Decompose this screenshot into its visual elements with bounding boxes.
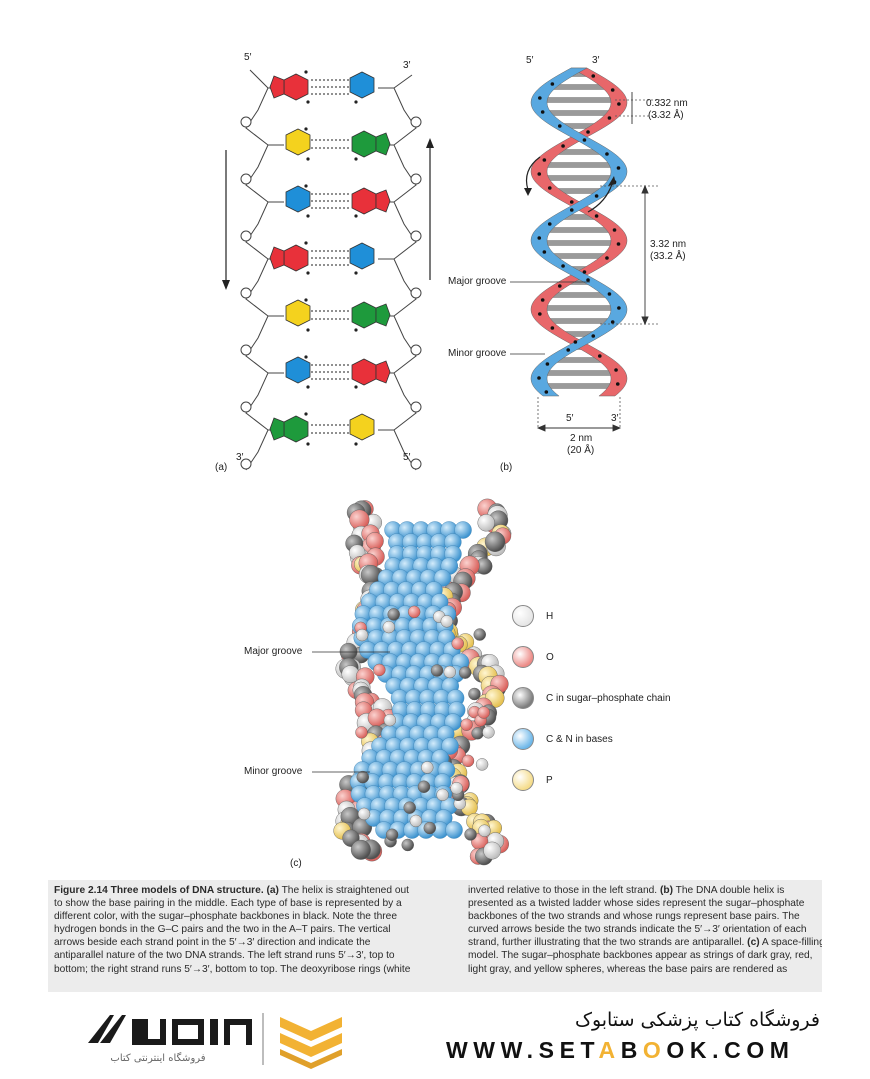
atom-swatch-icon	[512, 646, 534, 668]
panel-b-bottom-left-end: 5′	[566, 413, 574, 424]
caption-text: (a)	[263, 885, 279, 896]
base-pair	[240, 127, 422, 185]
atom-swatch-icon	[512, 769, 534, 791]
legend-item: C in sugar–phosphate chain	[512, 686, 671, 710]
caption-text: Figure 2.14 Three models of DNA structur…	[54, 885, 264, 896]
panel-b-top-left-end: 5′	[526, 55, 534, 66]
width-angstrom: (20 Å)	[567, 445, 595, 456]
panel-b-label: (b)	[500, 462, 513, 473]
atom-legend: H O C in sugar–phosphate chain C & N in bas…	[512, 604, 732, 804]
setabook-logo-text	[88, 1015, 252, 1045]
caption-right-column: inverted relative to those in the left s…	[468, 884, 822, 976]
caption-text: (b)	[657, 885, 673, 896]
base-pair	[240, 355, 422, 413]
legend-label: C in sugar–phosphate chain	[546, 692, 671, 704]
panel-b-top-right-end: 3′	[592, 55, 600, 66]
panel-a-top-left-end: 5′	[244, 52, 252, 63]
panel-a-label: (a)	[215, 462, 228, 473]
atom-swatch-icon	[512, 728, 534, 750]
caption-text: The helix is straightened out to show th…	[54, 885, 411, 975]
caption-left-column: Figure 2.14 Three models of DNA structur…	[54, 884, 414, 976]
width-value: 2 nm	[570, 433, 593, 444]
base-pair	[240, 70, 422, 128]
logo-divider	[262, 1013, 264, 1065]
caption-text: (c)	[744, 937, 760, 949]
legend-item: H	[512, 604, 553, 628]
legend-item: O	[512, 645, 554, 669]
panel-a-bottom-left-end: 3′	[236, 452, 244, 463]
atom-swatch-icon	[512, 687, 534, 709]
panel-a-top-right-end: 3′	[403, 60, 411, 71]
panel-c-minor-groove-label: Minor groove	[244, 766, 303, 777]
legend-label: O	[546, 651, 554, 663]
pitch-value: 3.32 nm	[650, 239, 687, 250]
legend-label: H	[546, 610, 554, 622]
atom-swatch-icon	[512, 605, 534, 627]
rise-angstrom: (3.32 Å)	[648, 110, 684, 121]
panel-a-bottom-right-end: 5′	[403, 452, 411, 463]
caption-text: The DNA double helix is presented as a t…	[468, 885, 807, 949]
pitch-angstrom: (33.2 Å)	[650, 251, 686, 262]
panel-b-minor-groove-label: Minor groove	[448, 348, 507, 359]
legend-item: P	[512, 768, 553, 792]
book-stack-icon	[280, 1017, 342, 1069]
panel-b-double-helix	[510, 67, 660, 432]
store-url: WWW.SETABOOK.COM	[446, 1037, 795, 1063]
panel-a-diagram	[222, 69, 434, 471]
panel-c-major-groove-label: Major groove	[244, 646, 303, 657]
logo-subtitle: فروشگاه اینترنتی کتاب	[110, 1053, 206, 1064]
caption-text: inverted relative to those in the left s…	[468, 885, 658, 896]
base-pair	[240, 298, 422, 356]
legend-label: P	[546, 774, 553, 786]
figure-caption: Figure 2.14 Three models of DNA structur…	[48, 880, 822, 992]
store-title: فروشگاه کتاب پزشکی ستابوک	[574, 1009, 820, 1031]
footer-branding: فروشگاه اینترنتی کتاب فروشگاه کتاب پزشکی…	[0, 995, 870, 1079]
panel-b-bottom-right-end: 3′	[611, 413, 619, 424]
base-pair	[240, 241, 422, 299]
panel-c-label: (c)	[290, 858, 302, 869]
legend-item: C & N in bases	[512, 727, 613, 751]
base-pair	[240, 184, 422, 242]
panel-c-space-filling-model	[312, 498, 512, 866]
base-pair	[240, 412, 422, 470]
caption-text: A space-filling model. The sugar–phospha…	[468, 937, 822, 975]
rise-value: 0.332 nm	[646, 98, 688, 109]
legend-label: C & N in bases	[546, 733, 613, 745]
panel-b-major-groove-label: Major groove	[448, 276, 507, 287]
